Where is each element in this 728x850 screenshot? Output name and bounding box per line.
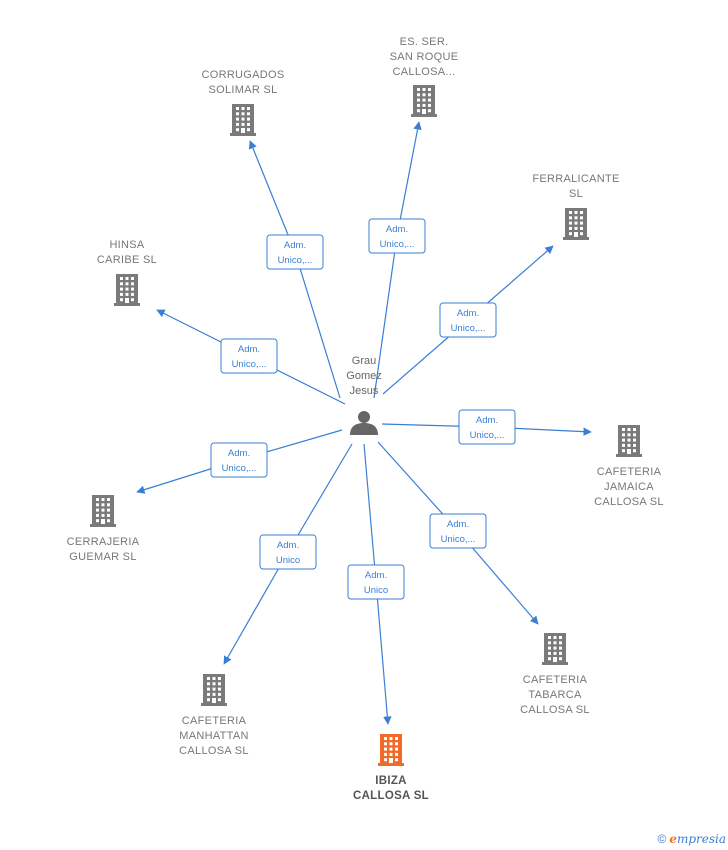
brand-watermark: ©empresia <box>657 832 726 846</box>
company-name-line: SAN ROQUE <box>390 51 459 63</box>
relation-label-text: Adm. <box>284 240 306 251</box>
company-node-cerrajeria[interactable]: CERRAJERIA GUEMAR SL <box>67 495 140 563</box>
company-name-line: MANHATTAN <box>179 730 249 742</box>
relation-label-text: Unico,... <box>380 239 415 250</box>
relation-label-text: Unico,... <box>232 359 267 370</box>
relation-label-box[interactable]: Adm. Unico,... <box>210 442 268 478</box>
person-name-line: Gomez <box>346 370 381 382</box>
relation-label-text: Unico,... <box>222 463 257 474</box>
edge-arrow <box>375 581 392 725</box>
company-name-line: TABARCA <box>528 689 582 701</box>
building-icon <box>563 208 589 240</box>
relation-label-text: Unico,... <box>278 255 313 266</box>
building-icon <box>230 104 256 136</box>
company-name-line: CARIBE SL <box>97 254 157 266</box>
relation-label-text: Unico <box>276 555 300 566</box>
company-name-line: ES. SER. <box>400 36 449 48</box>
relation-label-box[interactable]: Adm. Unico,... <box>458 409 516 445</box>
edge-line <box>287 443 353 553</box>
relation-label-text: Adm. <box>238 344 260 355</box>
company-node-jamaica[interactable]: CAFETERIA JAMAICA CALLOSA SL <box>594 425 664 508</box>
relation-label-text: Unico,... <box>470 430 505 441</box>
company-name-line: HINSA <box>109 239 144 251</box>
company-name-line: CALLOSA... <box>393 66 456 78</box>
relation-label-text: Adm. <box>457 308 479 319</box>
person-name-line: Jesus <box>350 385 379 397</box>
company-node-es-ser[interactable]: ES. SER. SAN ROQUE CALLOSA... <box>390 36 459 117</box>
relation-label-text: Adm. <box>447 519 469 530</box>
relation-label-text: Unico,... <box>451 323 486 334</box>
company-name-line: SOLIMAR SL <box>208 84 277 96</box>
company-name-line: CAFETERIA <box>597 466 662 478</box>
company-name-line: GUEMAR SL <box>69 551 137 563</box>
edge-arrow <box>396 121 422 237</box>
company-node-ferralicante[interactable]: FERRALICANTE SL <box>532 173 619 240</box>
edge-line <box>373 235 398 399</box>
relation-label-box[interactable]: Adm. Unico <box>259 534 317 570</box>
company-node-ibiza[interactable]: IBIZA CALLOSA SL <box>353 734 429 802</box>
relation-label-box[interactable]: Adm. Unico,... <box>429 513 487 549</box>
building-icon <box>542 633 568 665</box>
edge-arrow <box>248 140 296 253</box>
relation-label-box[interactable]: Adm. Unico,... <box>220 338 278 374</box>
building-icon <box>114 274 140 306</box>
person-name-line: Grau <box>352 355 376 367</box>
relation-label-text: Unico,... <box>441 534 476 545</box>
company-node-hinsa[interactable]: HINSA CARIBE SL <box>97 239 157 306</box>
relation-label-box[interactable]: Adm. Unico,... <box>439 302 497 338</box>
building-icon <box>378 734 404 766</box>
relation-label-box[interactable]: Adm. Unico <box>347 564 405 600</box>
relation-label-text: Adm. <box>476 415 498 426</box>
company-name-line: SL <box>569 188 583 200</box>
building-icon <box>411 85 437 117</box>
copyright-symbol: © <box>657 832 667 846</box>
company-name-line: CALLOSA SL <box>353 790 429 802</box>
company-node-manhattan[interactable]: CAFETERIA MANHATTAN CALLOSA SL <box>179 674 249 757</box>
company-name-line: FERRALICANTE <box>532 173 619 185</box>
brand-initial: e <box>669 832 677 846</box>
edge-line <box>363 443 377 583</box>
building-icon <box>90 495 116 527</box>
relation-label-box[interactable]: Adm. Unico,... <box>368 218 426 254</box>
brand-name: mpresia <box>676 832 726 846</box>
person-icon <box>350 411 378 435</box>
company-name-line: CALLOSA SL <box>520 704 590 716</box>
company-node-corrugados[interactable]: CORRUGADOS SOLIMAR SL <box>201 69 284 136</box>
building-icon <box>201 674 227 706</box>
relation-label-text: Adm. <box>365 570 387 581</box>
company-name-line: CALLOSA SL <box>594 496 664 508</box>
relation-label-text: Adm. <box>228 448 250 459</box>
relation-label-text: Adm. <box>277 540 299 551</box>
building-icon <box>616 425 642 457</box>
relation-label-box[interactable]: Adm. Unico,... <box>266 234 324 270</box>
relation-label-text: Unico <box>364 585 388 596</box>
company-name-line: CERRAJERIA <box>67 536 140 548</box>
company-name-line: IBIZA <box>375 775 407 787</box>
company-name-line: CAFETERIA <box>523 674 588 686</box>
edge-line <box>294 251 341 399</box>
company-name-line: CALLOSA SL <box>179 745 249 757</box>
edge-arrow <box>223 551 289 665</box>
relation-label-text: Adm. <box>386 224 408 235</box>
person-node[interactable]: Grau Gomez Jesus <box>346 355 382 435</box>
company-name-line: JAMAICA <box>604 481 654 493</box>
company-node-tabarca[interactable]: CAFETERIA TABARCA CALLOSA SL <box>520 633 590 716</box>
company-name-line: CAFETERIA <box>182 715 247 727</box>
company-name-line: CORRUGADOS <box>201 69 284 81</box>
